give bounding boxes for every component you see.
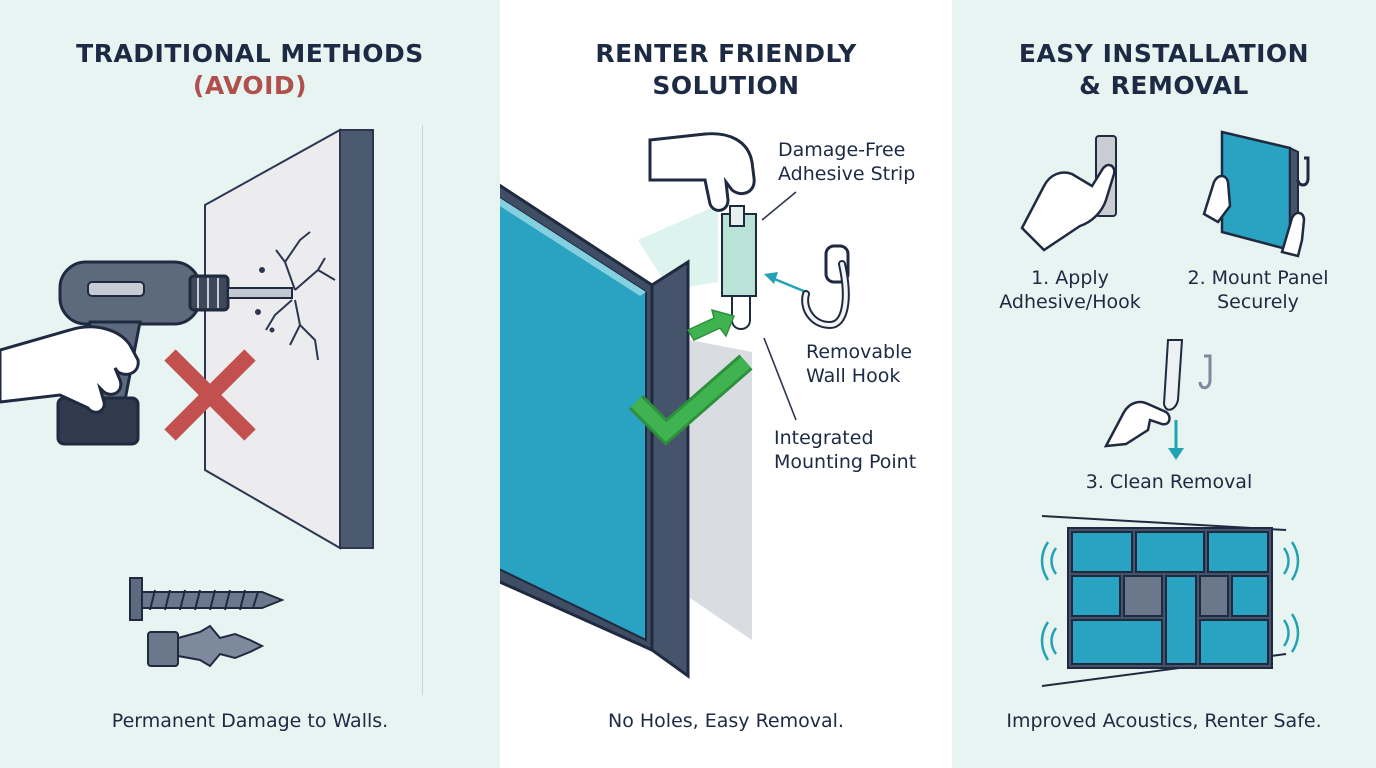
callout-line: Wall Hook — [806, 365, 901, 387]
mounting-point-callout: Integrated Mounting Point — [774, 426, 916, 474]
divider — [422, 125, 423, 695]
traditional-methods-illustration — [0, 128, 374, 668]
acoustic-panel-wall-icon — [1041, 515, 1287, 687]
step-line: Securely — [1217, 291, 1299, 313]
green-check-icon — [628, 354, 753, 446]
red-x-icon — [164, 349, 256, 441]
traditional-methods-panel: TRADITIONAL METHODS (AVOID) — [0, 0, 500, 768]
step-mount-label: 2. Mount Panel Securely — [1178, 266, 1338, 314]
renter-friendly-caption: No Holes, Easy Removal. — [608, 710, 844, 732]
wall-icon — [204, 128, 374, 550]
traditional-methods-title: TRADITIONAL METHODS (AVOID) — [0, 38, 500, 102]
step-removal-icon — [1103, 339, 1212, 460]
renter-friendly-illustration — [500, 132, 850, 679]
callout-line: Integrated — [774, 427, 874, 449]
callout-line: Damage-Free — [778, 139, 906, 161]
wall-hook-icon — [801, 244, 850, 330]
wall-crack-icon — [255, 231, 336, 361]
step-line: 2. Mount Panel — [1187, 267, 1329, 289]
callout-line: Removable — [806, 341, 913, 363]
easy-installation-panel: EASY INSTALLATION & REMOVAL — [952, 0, 1376, 768]
easy-installation-title: EASY INSTALLATION & REMOVAL — [952, 38, 1376, 102]
traditional-methods-caption: Permanent Damage to Walls. — [111, 710, 389, 732]
wall-anchor-icon — [147, 624, 265, 668]
easy-installation-caption: Improved Acoustics, Renter Safe. — [1006, 710, 1322, 732]
hand-icon — [0, 325, 140, 414]
title-line: RENTER FRIENDLY — [595, 39, 857, 68]
renter-friendly-title: RENTER FRIENDLY SOLUTION — [500, 38, 952, 102]
title-line: SOLUTION — [652, 71, 800, 100]
step-line: 1. Apply — [1031, 267, 1109, 289]
callout-line: Adhesive Strip — [778, 163, 916, 185]
step-apply-label: 1. Apply Adhesive/Hook — [990, 266, 1150, 314]
mounting-guide — [638, 205, 718, 290]
step-apply-icon — [1020, 135, 1117, 252]
step-removal-label: 3. Clean Removal — [1085, 471, 1253, 493]
wall-hook-callout: Removable Wall Hook — [806, 340, 912, 388]
acoustic-panel-icon — [500, 183, 690, 679]
callout-lines — [761, 191, 797, 421]
step-line: Adhesive/Hook — [999, 291, 1141, 313]
renter-friendly-panel: RENTER FRIENDLY SOLUTION — [500, 0, 952, 768]
arrow-icon — [764, 272, 807, 294]
adhesive-strip-callout: Damage-Free Adhesive Strip — [778, 138, 915, 186]
installation-steps-illustration — [1020, 130, 1310, 687]
title-line: EASY INSTALLATION — [1018, 39, 1310, 68]
step-mount-icon — [1202, 130, 1310, 258]
screw-icon — [129, 577, 285, 621]
wall-shadow — [690, 340, 752, 640]
sound-wave-icon — [1040, 541, 1300, 661]
title-line: TRADITIONAL METHODS — [76, 39, 424, 68]
adhesive-strip-icon — [721, 205, 757, 330]
callout-line: Mounting Point — [774, 451, 917, 473]
green-arrow-icon — [686, 308, 736, 341]
avoid-label: (AVOID) — [192, 71, 308, 100]
title-line: & REMOVAL — [1079, 71, 1249, 100]
hand-icon — [648, 132, 756, 212]
